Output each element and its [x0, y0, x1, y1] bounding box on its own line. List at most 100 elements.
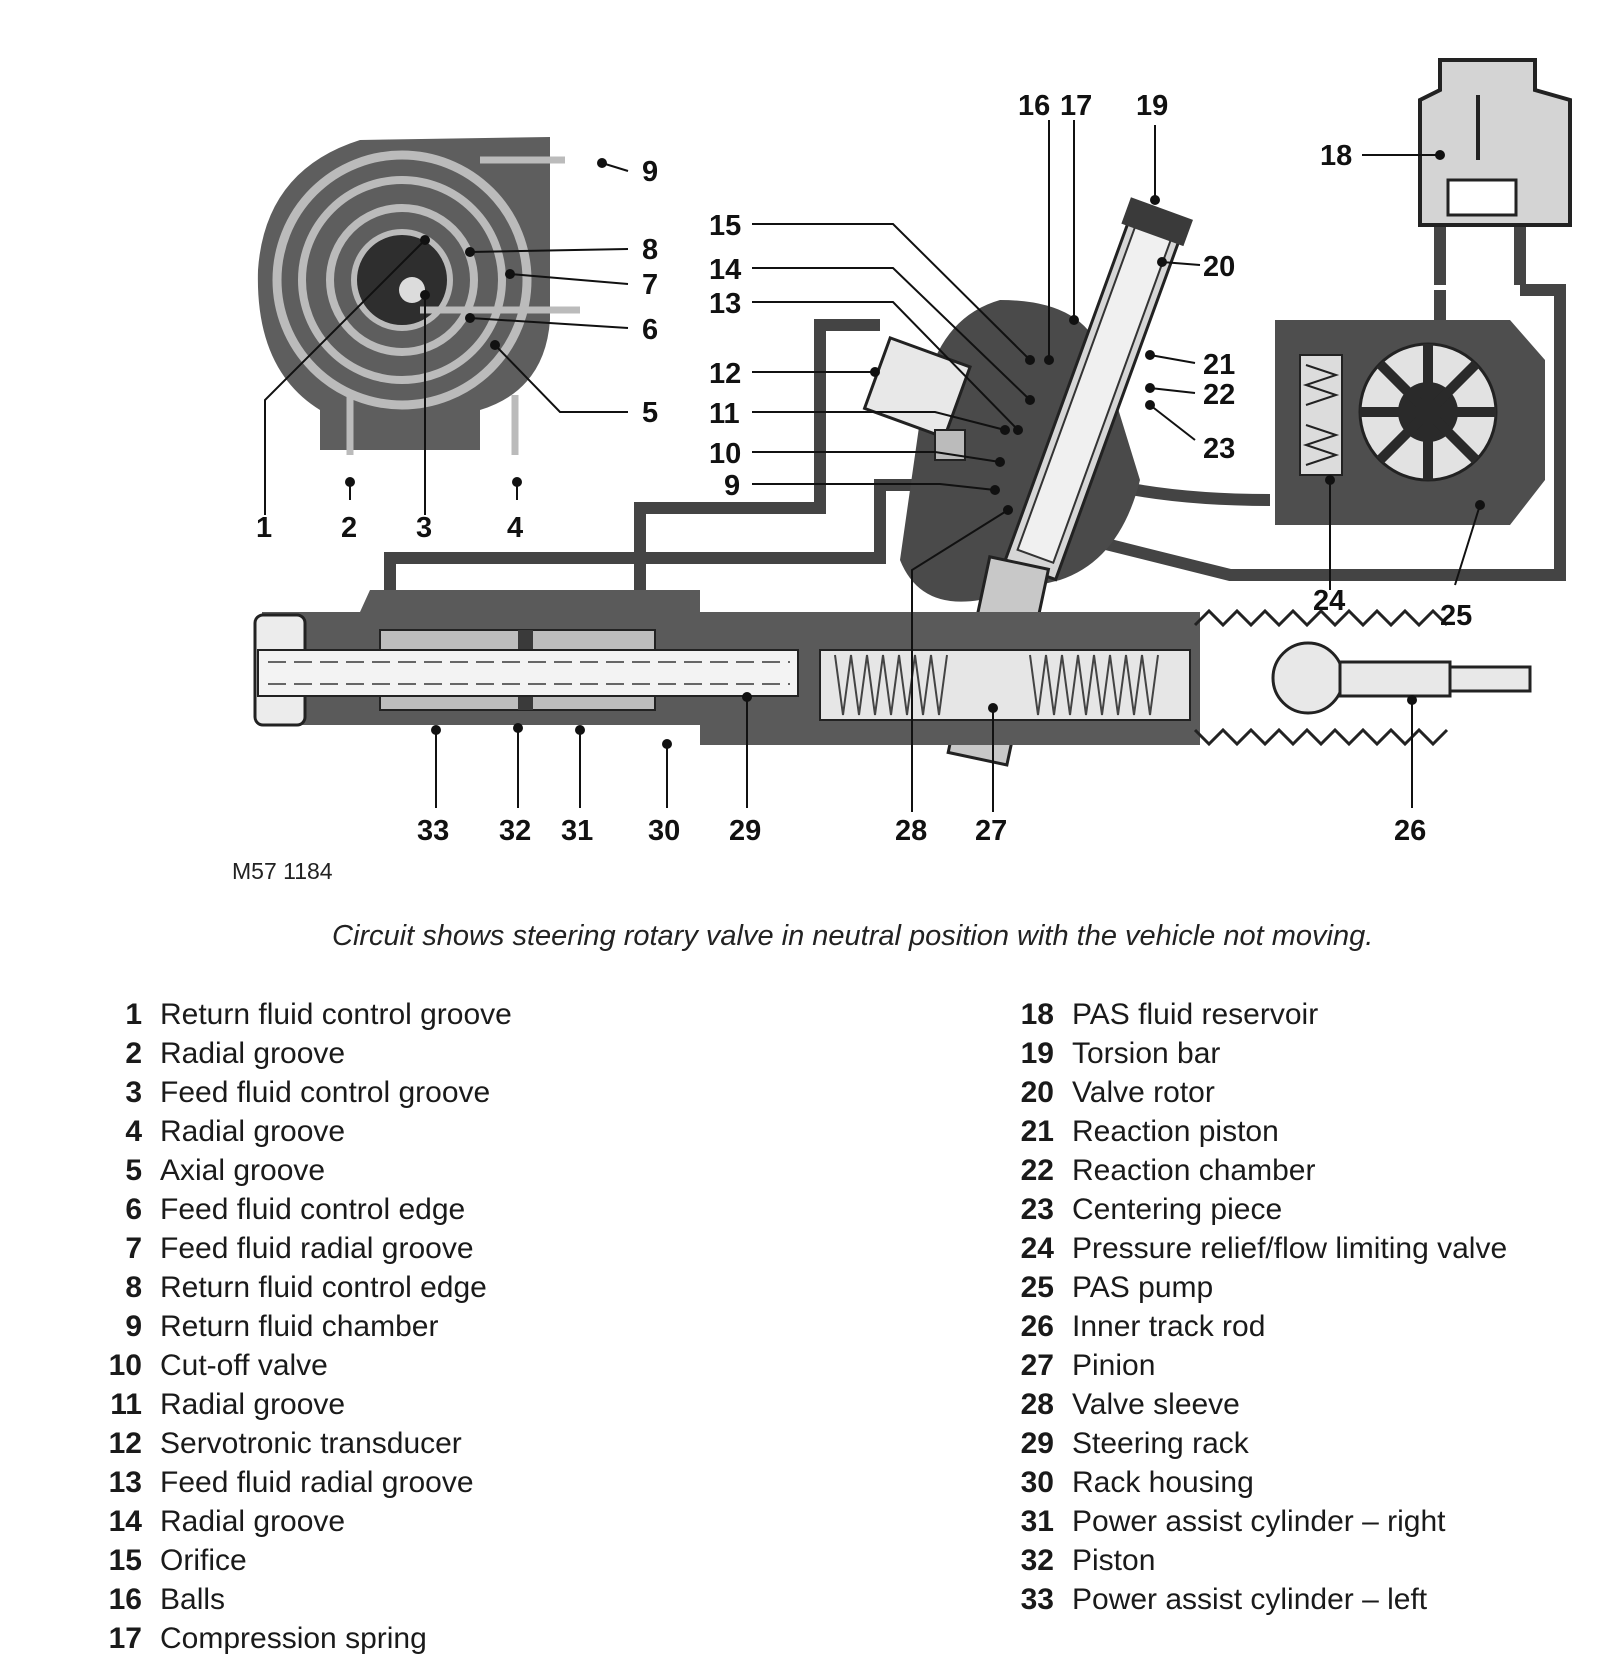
- legend-item: 3 Feed fluid control groove: [100, 1073, 512, 1112]
- legend-number: 31: [1020, 1505, 1054, 1538]
- legend-right: 18 PAS fluid reservoir 19 Torsion bar 20 Va…: [1012, 995, 1508, 1619]
- leader-dots: [345, 150, 1485, 749]
- legend-item: 19 Torsion bar: [1012, 1034, 1507, 1073]
- callout-3: 3: [416, 512, 432, 544]
- legend-label: Feed fluid radial groove: [160, 1466, 474, 1499]
- callout-31: 31: [561, 815, 593, 847]
- legend-label: Return fluid control groove: [160, 998, 512, 1031]
- callout-18: 18: [1320, 140, 1352, 172]
- legend-number: 21: [1020, 1115, 1054, 1148]
- legend-label: Radial groove: [160, 1388, 346, 1421]
- legend-item: 15 Orifice: [100, 1541, 512, 1580]
- legend-number: 24: [1020, 1232, 1054, 1265]
- legend-label: Feed fluid control edge: [160, 1193, 466, 1226]
- legend-number: 10: [108, 1349, 142, 1382]
- callout-2: 2: [341, 512, 357, 544]
- legend-number: 6: [125, 1193, 142, 1226]
- legend-label: Feed fluid radial groove: [160, 1232, 474, 1265]
- legend-label: Power assist cylinder – right: [1072, 1505, 1446, 1538]
- callout-11: 11: [709, 398, 740, 430]
- legend-label: Radial groove: [160, 1037, 346, 1070]
- callout-29: 29: [729, 815, 761, 847]
- legend-item: 22 Reaction chamber: [1012, 1151, 1507, 1190]
- legend-number: 4: [125, 1115, 142, 1148]
- legend-label: Pinion: [1072, 1349, 1156, 1382]
- legend-label: Inner track rod: [1072, 1310, 1266, 1343]
- legend-number: 28: [1020, 1388, 1054, 1421]
- callout-26: 26: [1394, 815, 1426, 847]
- callout-28: 28: [895, 815, 927, 847]
- legend-label: Rack housing: [1072, 1466, 1254, 1499]
- legend-label: Feed fluid control groove: [160, 1076, 491, 1109]
- legend-label: Valve rotor: [1072, 1076, 1215, 1109]
- callout-15: 15: [709, 210, 741, 242]
- legend-item: 18 PAS fluid reservoir: [1012, 995, 1507, 1034]
- callout-19: 19: [1136, 90, 1168, 122]
- rack-boot-and-track-rod: [1193, 608, 1532, 747]
- legend-number: 33: [1020, 1583, 1054, 1616]
- legend-label: Cut-off valve: [160, 1349, 328, 1382]
- legend-label: PAS pump: [1072, 1271, 1214, 1304]
- legend-label: PAS fluid reservoir: [1072, 998, 1319, 1031]
- legend-number: 9: [125, 1310, 142, 1343]
- legend-label: Orifice: [160, 1544, 247, 1577]
- legend-number: 29: [1020, 1427, 1054, 1460]
- callout-8: 8: [642, 234, 658, 266]
- callout-16: 16: [1018, 90, 1050, 122]
- legend-item: 31 Power assist cylinder – right: [1012, 1502, 1507, 1541]
- legend-label: Piston: [1072, 1544, 1156, 1577]
- callout-17: 17: [1060, 90, 1092, 122]
- legend-number: 25: [1020, 1271, 1054, 1304]
- rotary-valve-section: [257, 137, 580, 455]
- legend-number: 26: [1020, 1310, 1054, 1343]
- legend-number: 19: [1020, 1037, 1054, 1070]
- callout-30: 30: [648, 815, 680, 847]
- legend-number: 16: [108, 1583, 142, 1616]
- legend-number: 13: [108, 1466, 142, 1499]
- callout-14: 14: [709, 254, 741, 286]
- pas-pump: [1275, 320, 1545, 525]
- callout-numbers: 1 2 3 4 5 6 7 8 9 15 14 13 12 11 10 9 16…: [256, 90, 1472, 847]
- callout-27: 27: [975, 815, 1007, 847]
- legend-label: Servotronic transducer: [160, 1427, 462, 1460]
- legend-item: 25 PAS pump: [1012, 1268, 1507, 1307]
- legend-label: Radial groove: [160, 1505, 346, 1538]
- legend-label: Torsion bar: [1072, 1037, 1221, 1070]
- legend-label: Pressure relief/flow limiting valve: [1072, 1232, 1508, 1265]
- callout-6: 6: [642, 314, 658, 346]
- callout-7: 7: [642, 269, 658, 301]
- legend-number: 1: [125, 998, 142, 1031]
- legend-number: 30: [1020, 1466, 1054, 1499]
- legend-label: Reaction chamber: [1072, 1154, 1316, 1187]
- legend-label: Axial groove: [160, 1154, 326, 1187]
- legend-number: 22: [1020, 1154, 1054, 1187]
- callout-20: 20: [1203, 251, 1235, 283]
- legend-number: 18: [1020, 998, 1054, 1031]
- legend-number: 14: [108, 1505, 142, 1538]
- callout-22: 22: [1203, 379, 1235, 411]
- callout-21: 21: [1203, 349, 1235, 381]
- legend-item: 20 Valve rotor: [1012, 1073, 1507, 1112]
- legend-label: Compression spring: [160, 1622, 427, 1655]
- legend-label: Return fluid control edge: [160, 1271, 487, 1304]
- legend-number: 7: [125, 1232, 142, 1265]
- pas-fluid-reservoir: [1418, 58, 1572, 227]
- legend-number: 15: [108, 1544, 142, 1577]
- legend-label: Return fluid chamber: [160, 1310, 439, 1343]
- legend-number: 20: [1020, 1076, 1054, 1109]
- callout-9-mid: 9: [724, 470, 740, 502]
- legend-number: 12: [108, 1427, 142, 1460]
- callout-12: 12: [709, 358, 741, 390]
- legend-number: 3: [125, 1076, 142, 1109]
- callout-13: 13: [709, 288, 741, 320]
- rack-housing: [253, 590, 1200, 745]
